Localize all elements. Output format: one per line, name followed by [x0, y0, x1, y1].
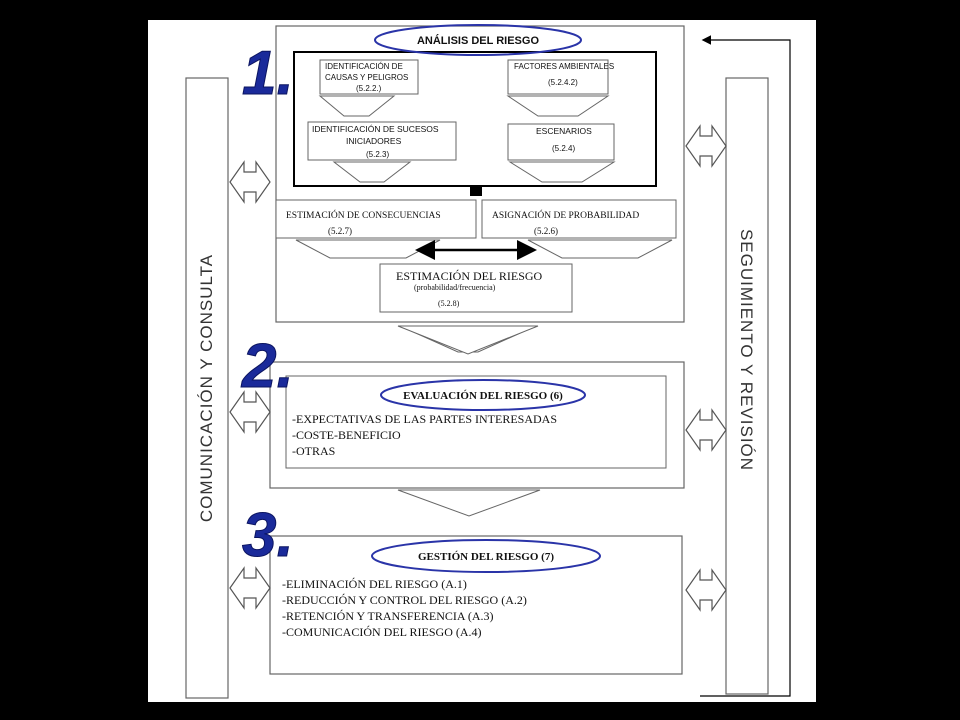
section3-item: -COMUNICACIÓN DEL RIESGO (A.4) [282, 625, 482, 639]
section2-inner-box [285, 375, 667, 469]
section3-item: -REDUCCIÓN Y CONTROL DEL RIESGO (A.2) [282, 593, 527, 607]
section1-title: ANÁLISIS DEL RIESGO [417, 34, 539, 47]
box-causes-line2: CAUSAS Y PELIGROS [325, 73, 408, 82]
right-panel-label: SEGUIMIENTO Y REVISIÓN [737, 229, 756, 471]
arrow-2-to-3 [397, 489, 541, 517]
box-risk-estimation-line1: ESTIMACIÓN DEL RIESGO [396, 269, 543, 283]
section3-item: -ELIMINACIÓN DEL RIESGO (A.1) [282, 577, 467, 591]
box-environmental-line1: FACTORES AMBIENTALES [514, 62, 614, 71]
box-initiating-line2: INICIADORES [346, 136, 402, 146]
box-probability: ASIGNACIÓN DE PROBABILIDAD (5.2.6) [481, 199, 677, 239]
arrow-probability-down [527, 239, 673, 259]
box-probability-line1: ASIGNACIÓN DE PROBABILIDAD [492, 209, 639, 221]
diagram-canvas: COMUNICACIÓN Y CONSULTA SEGUIMIENTO Y RE… [148, 20, 816, 702]
double-block-arrow-icon [229, 566, 271, 610]
section2-item: -OTRAS [292, 444, 335, 458]
box-scenarios-ref: (5.2.4) [552, 144, 575, 153]
section1-group: ANÁLISIS DEL RIESGO 1. IDENTIFICACIÓN DE… [242, 24, 685, 323]
section2-item: -COSTE-BENEFICIO [292, 428, 401, 442]
section1-title-ellipse [374, 24, 582, 56]
box-consequences: ESTIMACIÓN DE CONSECUENCIAS (5.2.7) [275, 199, 477, 239]
double-block-arrow-icon [685, 408, 727, 452]
arrow-consequences-down [295, 239, 441, 259]
double-block-arrow-icon [685, 124, 727, 168]
box-causes-line1: IDENTIFICACIÓN DE [325, 62, 403, 71]
section2-group: EVALUACIÓN DEL RIESGO (6) 2. -EXPECTATIV… [241, 332, 685, 489]
section3-title-ellipse [371, 539, 601, 573]
double-block-arrow-icon [685, 568, 727, 612]
box-risk-estimation-ref: (5.2.8) [438, 299, 460, 308]
left-double-arrows [229, 160, 271, 610]
section2-items: -EXPECTATIVAS DE LAS PARTES INTERESADAS … [292, 412, 557, 458]
section2-title: EVALUACIÓN DEL RIESGO (6) [403, 390, 563, 402]
section2-item: -EXPECTATIVAS DE LAS PARTES INTERESADAS [292, 412, 557, 426]
box-environmental-factors: FACTORES AMBIENTALES (5.2.4.2) [506, 59, 614, 117]
double-block-arrow-icon [229, 160, 271, 204]
section3-group: GESTIÓN DEL RIESGO (7) 3. -ELIMINACIÓN D… [242, 501, 683, 675]
box-initiating-events: IDENTIFICACIÓN DE SUCESOS INICIADORES (5… [307, 121, 457, 183]
section3-box [269, 535, 683, 675]
section3-number: 3. [242, 501, 294, 570]
box-causes-ref: (5.2.2.) [356, 84, 382, 93]
right-double-arrows [685, 124, 727, 612]
section3-title: GESTIÓN DEL RIESGO (7) [418, 551, 554, 563]
box-consequences-ref: (5.2.7) [328, 226, 352, 236]
connector-block [470, 186, 482, 196]
box-environmental-ref: (5.2.4.2) [548, 78, 578, 87]
box-consequences-line1: ESTIMACIÓN DE CONSECUENCIAS [286, 209, 441, 221]
left-panel: COMUNICACIÓN Y CONSULTA [185, 77, 229, 699]
left-panel-label: COMUNICACIÓN Y CONSULTA [197, 254, 216, 522]
section3-item: -RETENCIÓN Y TRANSFERENCIA (A.3) [282, 609, 494, 623]
right-panel: SEGUIMIENTO Y REVISIÓN [725, 77, 769, 695]
section2-title-ellipse [380, 379, 586, 411]
box-initiating-ref: (5.2.3) [366, 150, 389, 159]
box-causes-hazards: IDENTIFICACIÓN DE CAUSAS Y PELIGROS (5.2… [318, 59, 419, 117]
box-probability-ref: (5.2.6) [534, 226, 558, 236]
section3-items: -ELIMINACIÓN DEL RIESGO (A.1) -REDUCCIÓN… [282, 577, 527, 639]
box-scenarios: ESCENARIOS (5.2.4) [507, 123, 616, 183]
box-initiating-line1: IDENTIFICACIÓN DE SUCESOS [312, 124, 439, 134]
box-risk-estimation-line2: (probabilidad/frecuencia) [414, 283, 496, 292]
risk-management-diagram: COMUNICACIÓN Y CONSULTA SEGUIMIENTO Y RE… [185, 24, 791, 699]
box-scenarios-line1: ESCENARIOS [536, 126, 592, 136]
double-block-arrow-icon [229, 390, 271, 434]
section1-number: 1. [242, 39, 294, 108]
feedback-loop [700, 35, 791, 697]
section2-number: 2. [241, 332, 294, 401]
arrow-1-to-2-head [397, 325, 539, 355]
box-risk-estimation: ESTIMACIÓN DEL RIESGO (probabilidad/frec… [379, 263, 573, 313]
